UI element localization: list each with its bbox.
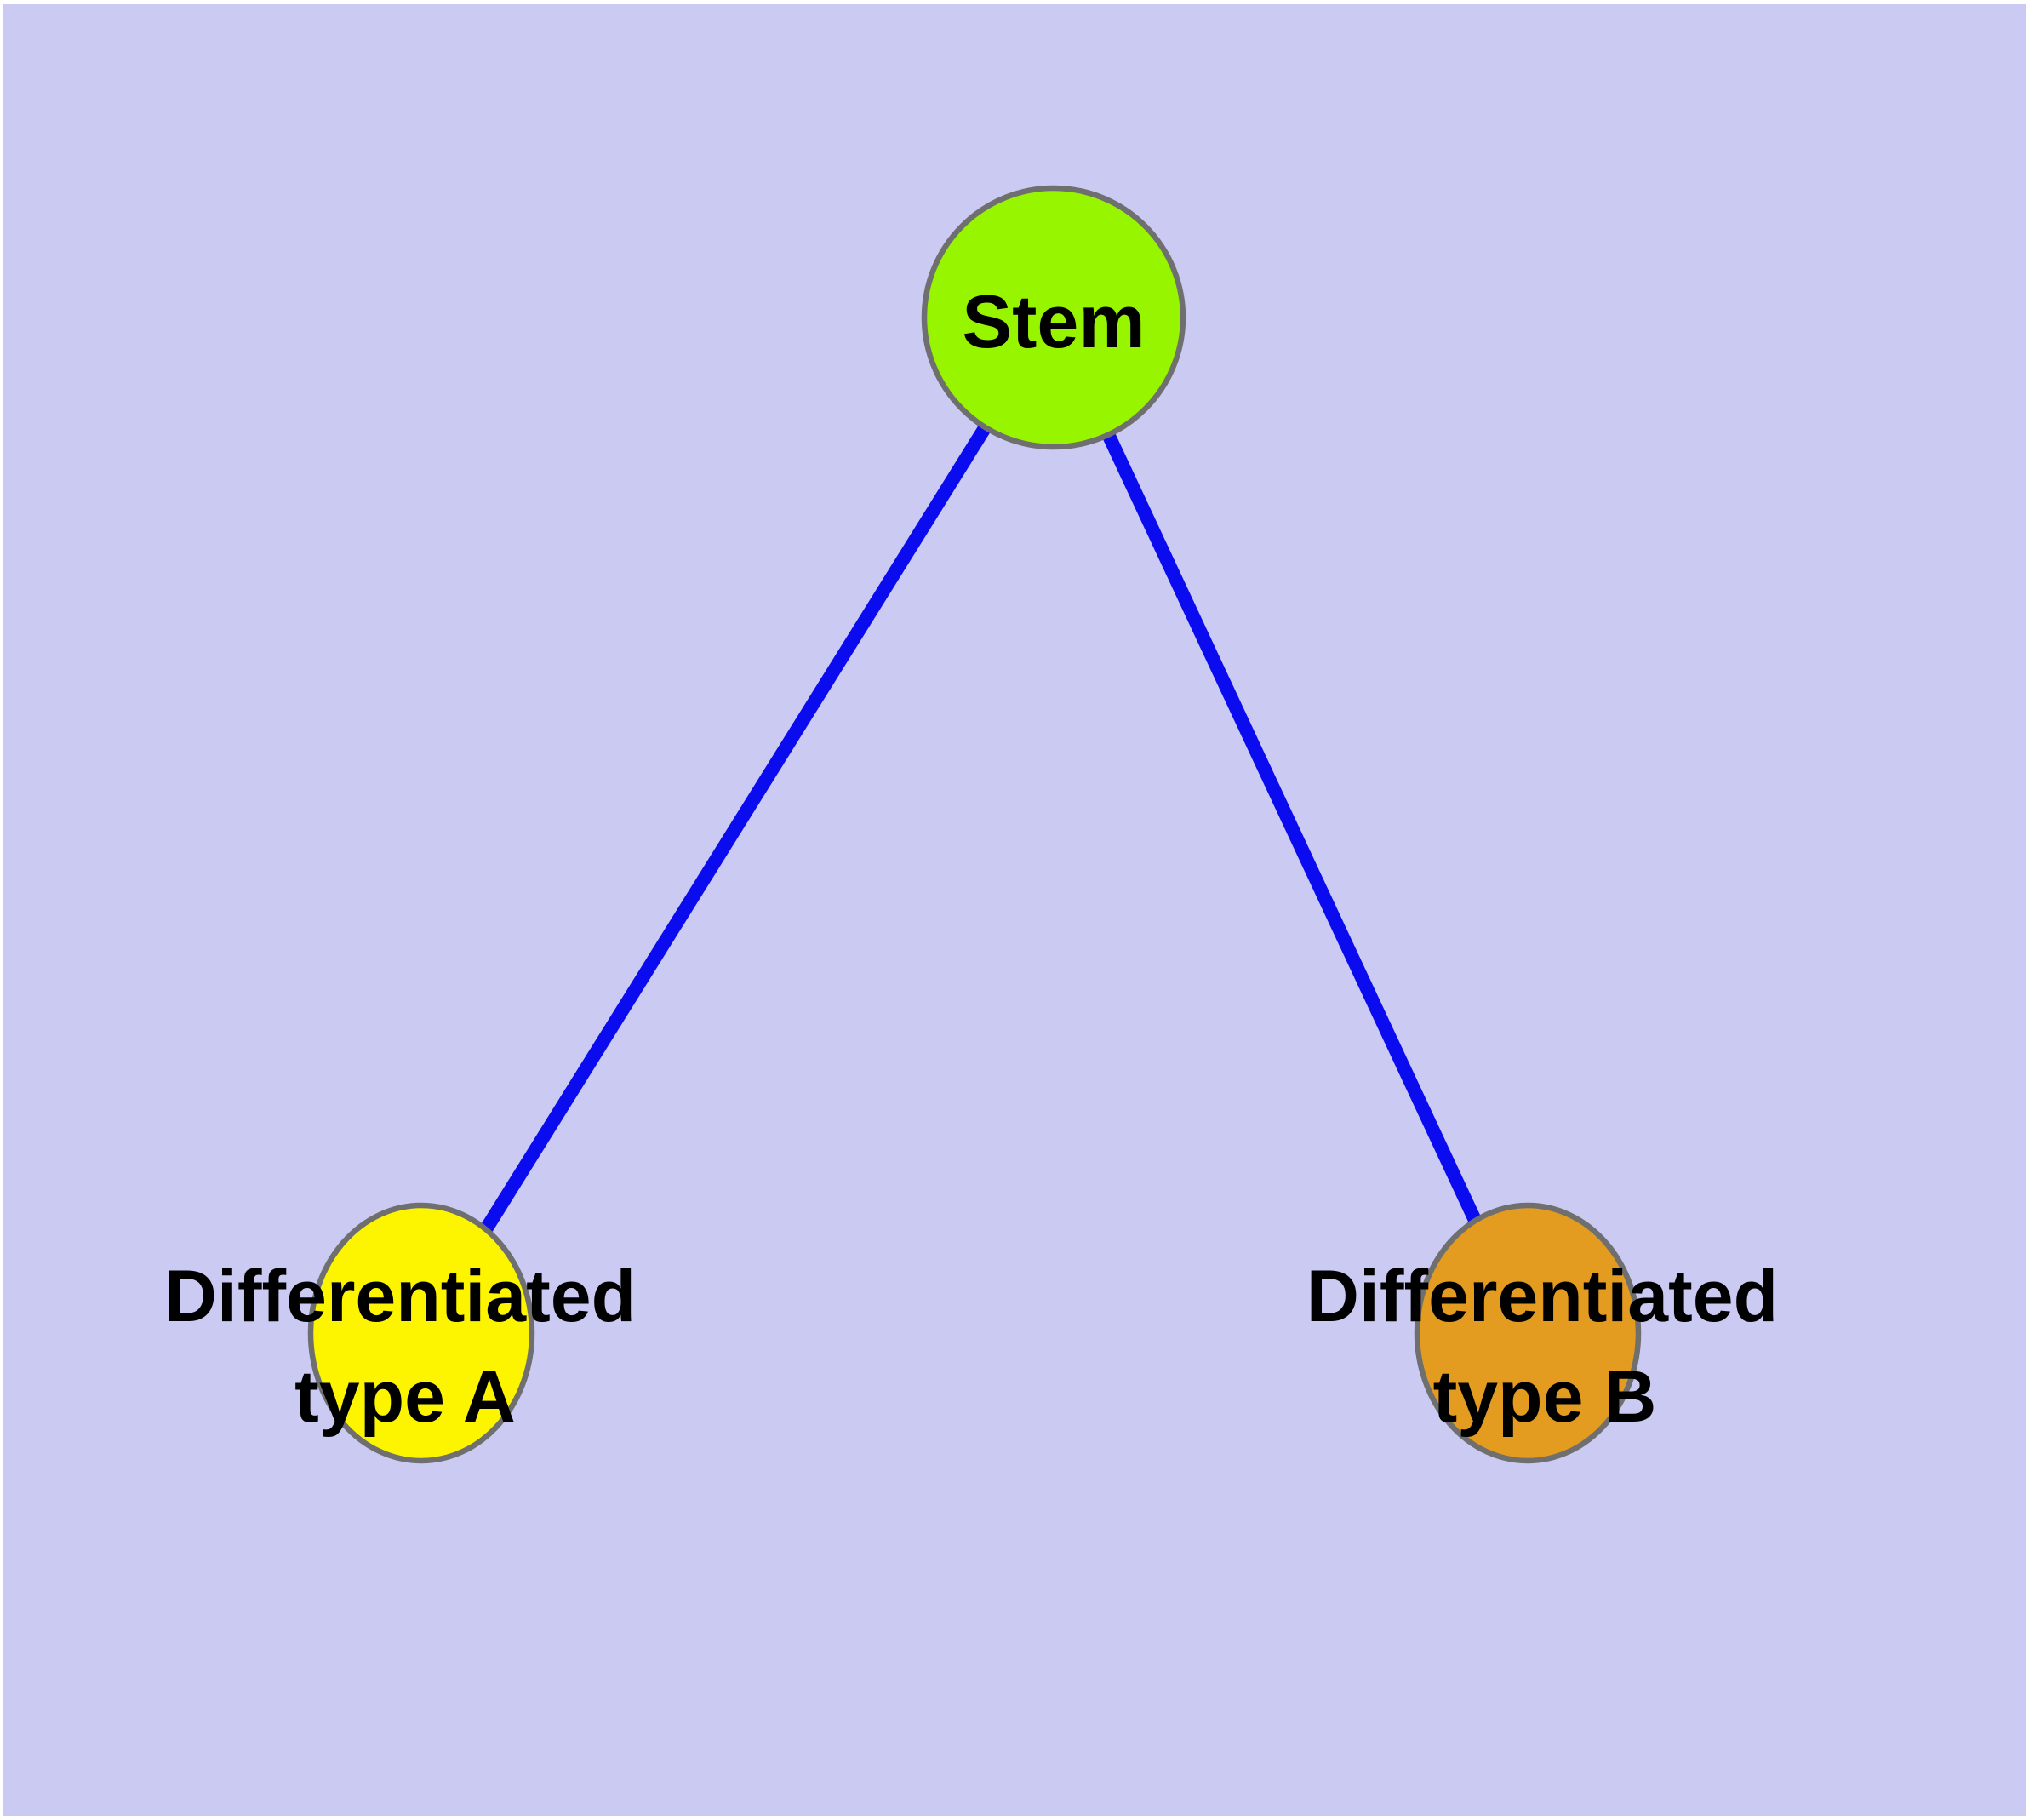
node-type-a-label-line2: type A: [294, 1356, 516, 1438]
edge-stem-to-type-a: [415, 313, 1060, 1337]
node-type-a-shape: [307, 1202, 535, 1464]
node-stem-shape: [921, 185, 1186, 450]
node-stem-label: Stem: [962, 279, 1145, 363]
node-type-a-label-line1: Differentiated: [164, 1256, 636, 1337]
node-type-b-label-line1: Differentiated: [1306, 1256, 1778, 1337]
node-type-b-label-line2: type B: [1433, 1356, 1657, 1438]
node-type-b-shape: [1414, 1202, 1642, 1464]
edge-stem-to-type-b: [1047, 314, 1535, 1336]
